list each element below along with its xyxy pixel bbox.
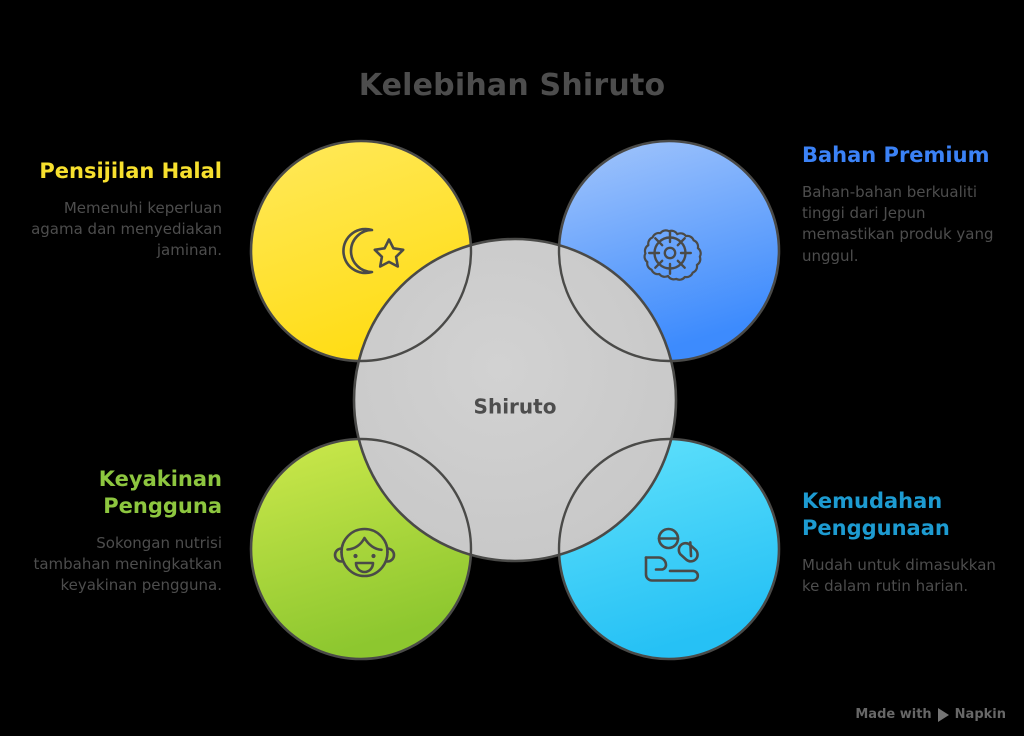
callout-kemudahan-penggunaan: Kemudahan Penggunaan Mudah untuk dimasuk… xyxy=(802,488,1002,597)
napkin-watermark: Made with Napkin xyxy=(855,707,1006,722)
callout-keyakinan-pengguna: Keyakinan Pengguna Sokongan nutrisi tamb… xyxy=(22,466,222,597)
callout-body-halal: Memenuhi keperluan agama dan menyediakan… xyxy=(31,198,222,260)
callout-title-keyakinan: Keyakinan Pengguna xyxy=(98,467,222,518)
page-title: Kelebihan Shiruto xyxy=(358,68,666,103)
smiling-face-icon xyxy=(333,527,396,578)
hand-with-pills-icon xyxy=(644,527,700,582)
callout-bahan-premium: Bahan Premium Bahan-bahan berkualiti tin… xyxy=(802,142,1002,267)
callout-body-premium: Bahan-bahan berkualiti tinggi dari Jepun… xyxy=(802,182,994,265)
center-label: Shiruto xyxy=(474,395,557,419)
callout-title-kemudahan: Kemudahan Penggunaan xyxy=(802,489,950,540)
rosette-badge-icon xyxy=(643,229,702,281)
watermark-brand: Napkin xyxy=(954,707,1006,722)
center-circle[interactable] xyxy=(352,237,678,563)
watermark-prefix: Made with xyxy=(855,707,932,722)
inner-arc-group xyxy=(354,239,676,561)
callout-body-kemudahan: Mudah untuk dimasukkan ke dalam rutin ha… xyxy=(802,555,996,596)
callout-body-keyakinan: Sokongan nutrisi tambahan meningkatkan k… xyxy=(33,533,222,595)
callout-title-halal: Pensijilan Halal xyxy=(39,159,222,183)
crescent-moon-star-icon xyxy=(342,227,405,275)
callout-title-premium: Bahan Premium xyxy=(802,143,990,167)
napkin-play-icon xyxy=(937,707,949,722)
callout-pensijilan-halal: Pensijilan Halal Memenuhi keperluan agam… xyxy=(22,158,222,262)
